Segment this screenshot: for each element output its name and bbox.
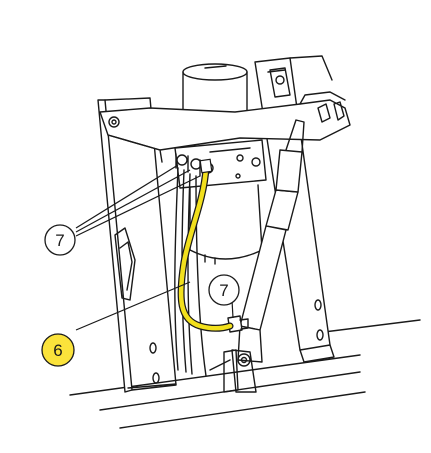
callout-6: 6 xyxy=(41,333,75,367)
top-crossbar xyxy=(99,67,351,163)
highlighted-hose-6 xyxy=(177,158,234,332)
callout-7-top-label: 7 xyxy=(55,231,64,250)
callout-7-bottom-label: 7 xyxy=(219,281,228,300)
leader-lines xyxy=(75,164,234,331)
left-frame-upright xyxy=(97,97,177,393)
callout-6-label: 6 xyxy=(53,341,62,360)
slot-cutout xyxy=(114,227,136,301)
callout-7-top: 7 xyxy=(44,224,76,256)
callout-7-bottom: 7 xyxy=(208,274,240,306)
valve-manifold xyxy=(174,139,267,189)
gas-spring-actuator xyxy=(209,119,305,393)
